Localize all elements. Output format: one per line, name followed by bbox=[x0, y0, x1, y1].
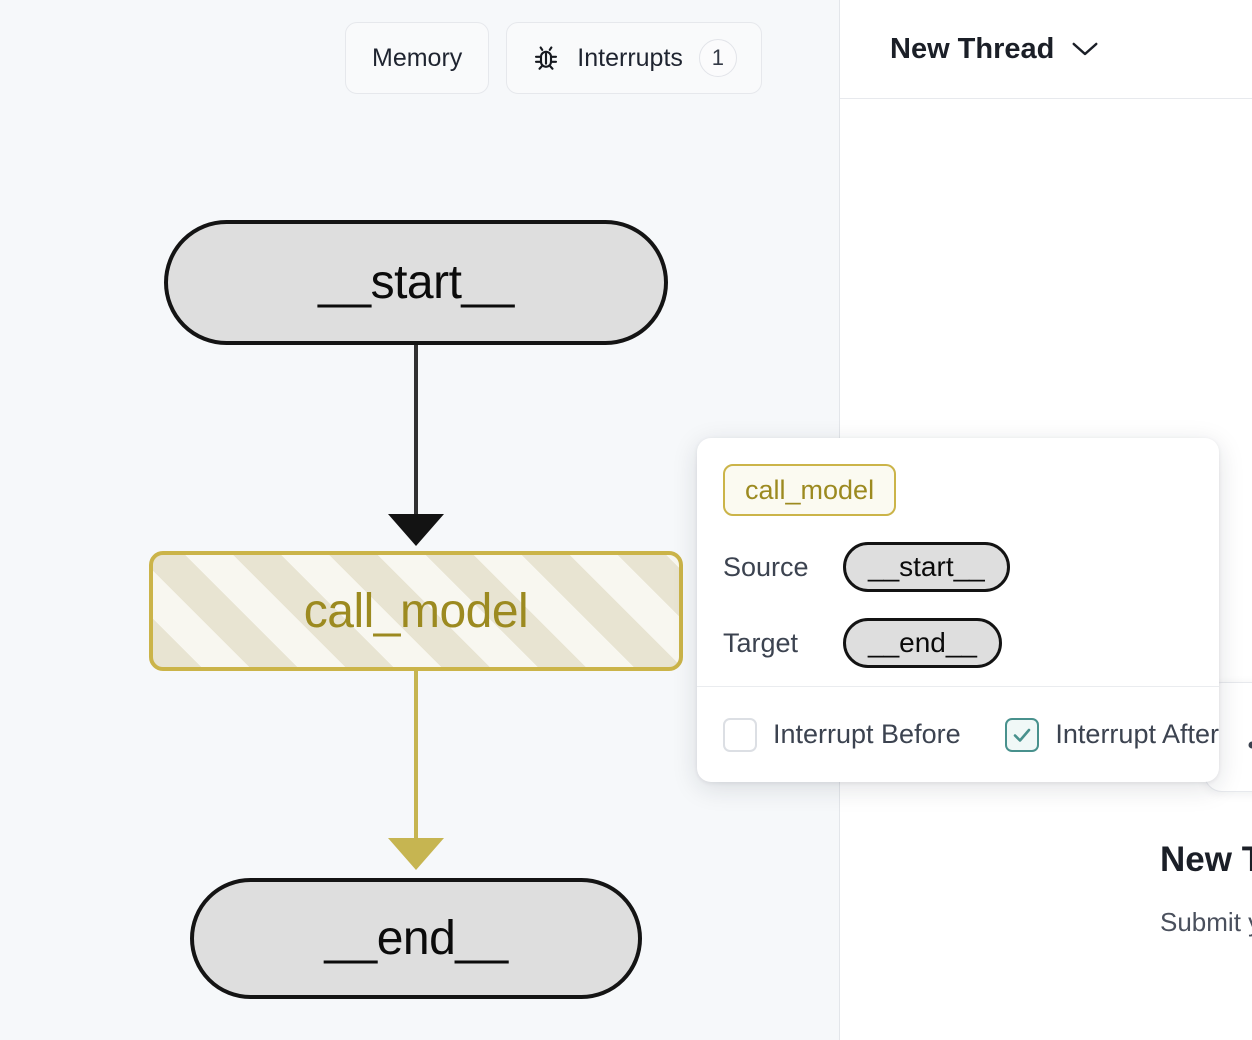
interrupts-button-label: Interrupts bbox=[577, 43, 683, 72]
memory-button-label: Memory bbox=[372, 43, 463, 72]
edge-call-model-to-end-line bbox=[414, 671, 418, 841]
dots-icon bbox=[1243, 727, 1252, 753]
edge-start-to-call-model-line bbox=[414, 345, 418, 522]
target-value-pill[interactable]: __end__ bbox=[843, 618, 1003, 668]
node-detail-footer: Interrupt Before Interrupt After bbox=[697, 686, 1219, 782]
interrupts-count-badge: 1 bbox=[698, 39, 737, 77]
interrupt-after-checkbox[interactable]: Interrupt After bbox=[1005, 717, 1219, 752]
bug-icon bbox=[531, 43, 561, 73]
interrupt-before-checkbox[interactable]: Interrupt Before bbox=[723, 717, 961, 752]
graph-node-end-label: __end__ bbox=[324, 912, 508, 965]
thread-empty-state: New T Submit your input bbox=[840, 840, 1252, 938]
edge-start-to-call-model-arrow bbox=[388, 514, 444, 546]
target-label: Target bbox=[723, 627, 799, 658]
graph-node-start[interactable]: __start__ bbox=[164, 220, 668, 345]
thread-empty-subtitle: Submit your input bbox=[1160, 907, 1252, 937]
graph-node-call-model[interactable]: call_model bbox=[149, 551, 683, 671]
interrupt-after-label: Interrupt After bbox=[1055, 719, 1219, 749]
interrupt-before-checkbox-box[interactable] bbox=[723, 717, 757, 752]
node-detail-popup[interactable]: call_model Source __start__ Target __end… bbox=[697, 438, 1219, 782]
memory-button[interactable]: Memory bbox=[345, 22, 490, 94]
source-value-pill[interactable]: __start__ bbox=[843, 542, 1010, 592]
node-detail-target-row: Target __end__ bbox=[723, 618, 1193, 668]
interrupt-before-label: Interrupt Before bbox=[773, 719, 961, 749]
interrupts-button[interactable]: Interrupts 1 bbox=[506, 22, 762, 94]
source-label: Source bbox=[723, 551, 809, 582]
thread-title: New Thread bbox=[890, 32, 1055, 65]
graph-toolbar: Memory Interrupts 1 bbox=[345, 22, 762, 94]
interrupt-after-checkbox-box[interactable] bbox=[1005, 717, 1040, 752]
thread-empty-title: New T bbox=[1160, 840, 1252, 879]
node-detail-chip: call_model bbox=[723, 464, 897, 516]
thread-selector[interactable]: New Thread bbox=[890, 33, 1100, 66]
graph-node-start-label: __start__ bbox=[318, 256, 514, 309]
graph-node-call-model-label: call_model bbox=[303, 584, 529, 638]
node-detail-body: call_model Source __start__ Target __end… bbox=[697, 438, 1219, 668]
thread-header: New Thread bbox=[840, 0, 1252, 99]
node-detail-source-row: Source __start__ bbox=[723, 542, 1193, 592]
chevron-down-icon bbox=[1070, 40, 1100, 58]
edge-call-model-to-end-arrow bbox=[388, 838, 444, 870]
graph-node-end[interactable]: __end__ bbox=[190, 878, 642, 999]
